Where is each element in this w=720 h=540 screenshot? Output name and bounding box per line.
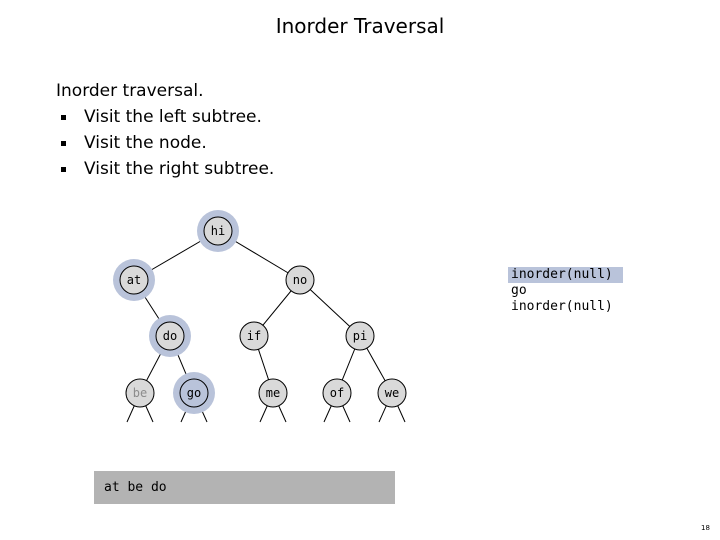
bullet-icon [61,115,66,120]
tree-node-hi [203,216,233,246]
tree-node-me [258,378,288,408]
tree-node-label-if: if [247,329,261,343]
bullet-icon [61,141,66,146]
tree-node-pi [345,321,375,351]
page-number: 18 [701,524,710,532]
tree-node-label-go: go [187,386,201,400]
tree-node-no [285,265,315,295]
traversal-output-box: at be do [94,471,395,504]
tree-node-label-me: me [266,386,280,400]
tree-node-label-be: be [133,386,147,400]
bullet-item: Visit the node. [60,133,274,159]
tree-node-we [377,378,407,408]
bullet-list: Visit the left subtree. Visit the node. … [60,107,274,185]
tree-node-label-we: we [385,386,399,400]
tree-node-label-no: no [293,273,307,287]
tree-node-label-of: of [330,386,344,400]
tree-nodes: hi at no do if pi be go me of we [119,216,407,408]
tree-node-label-hi: hi [211,224,225,238]
bullet-text: Visit the left subtree. [84,107,262,127]
tree-node-at [119,265,149,295]
call-stack-frame: go [511,283,527,298]
bullet-icon [61,167,66,172]
tree-node-label-do: do [163,329,177,343]
tree-node-if [239,321,269,351]
tree-edges [133,230,393,394]
bullet-text: Visit the node. [84,133,207,153]
call-stack-frame-active: inorder(null) [508,267,623,283]
bullet-text: Visit the right subtree. [84,159,275,179]
slide-title: Inorder Traversal [275,14,445,38]
call-stack: inorder(null) go inorder(null) [508,267,623,315]
tree-node-label-at: at [127,273,141,287]
tree-node-do [155,321,185,351]
tree-node-go [179,378,209,408]
section-heading: Inorder traversal. [56,81,204,101]
tree-node-of [322,378,352,408]
call-stack-frame: inorder(null) [511,299,613,314]
bullet-item: Visit the right subtree. [60,159,274,185]
bullet-item: Visit the left subtree. [60,107,274,133]
tree-node-be [125,378,155,408]
traversal-output-text: at be do [104,480,167,495]
tree-node-label-pi: pi [353,329,367,343]
